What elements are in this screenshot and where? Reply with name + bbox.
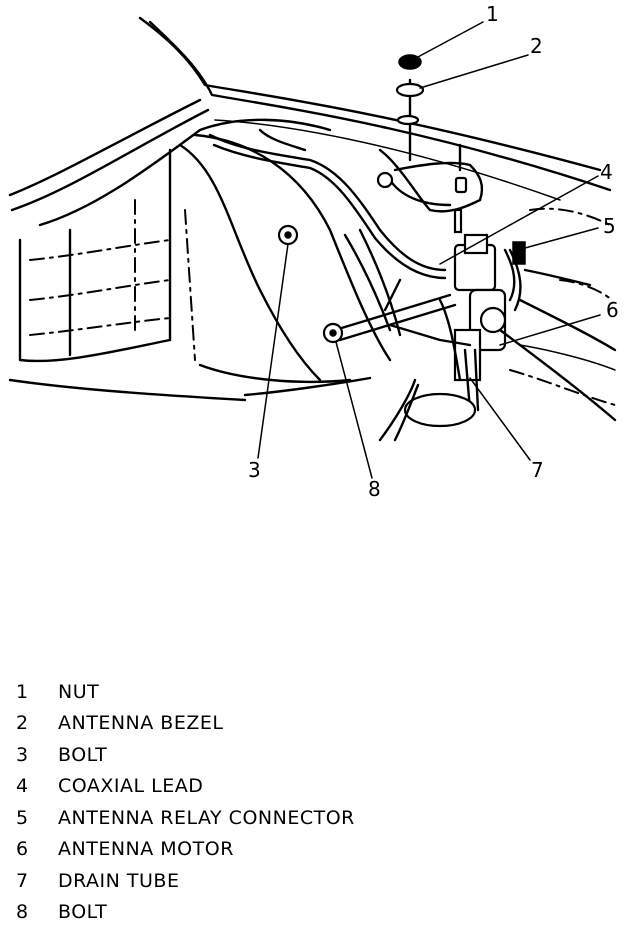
drain-tube	[378, 348, 480, 442]
callout-5: 5	[603, 214, 616, 238]
legend-label: BOLT	[58, 901, 108, 924]
callout-2: 2	[530, 34, 543, 58]
coaxial-lead	[208, 128, 482, 280]
callout-4: 4	[600, 160, 613, 184]
legend-item: 4 COAXIAL LEAD	[16, 771, 616, 803]
legend-number: 4	[16, 775, 29, 798]
legend-number: 1	[16, 680, 29, 703]
legend-number: 3	[16, 743, 29, 766]
legend-number: 8	[16, 901, 29, 924]
antenna-motor	[438, 233, 592, 382]
legend-label: ANTENNA BEZEL	[58, 712, 224, 735]
callout-7: 7	[531, 458, 544, 482]
legend-item: 1 NUT	[16, 676, 616, 708]
legend-item: 5 ANTENNA RELAY CONNECTOR	[16, 802, 616, 834]
legend-number: 2	[16, 712, 29, 735]
legend-label: ANTENNA MOTOR	[58, 838, 234, 861]
legend-number: 5	[16, 806, 29, 829]
legend-item: 2 ANTENNA BEZEL	[16, 708, 616, 740]
trunk-floor	[498, 207, 617, 422]
legend-label: DRAIN TUBE	[58, 869, 180, 892]
parts-legend: 1 NUT 2 ANTENNA BEZEL 3 BOLT 4 COAXIAL L…	[16, 676, 616, 928]
callout-3: 3	[248, 458, 261, 482]
legend-label: COAXIAL LEAD	[58, 775, 204, 798]
callout-6: 6	[606, 298, 619, 322]
bolt-3	[277, 224, 299, 246]
mounting-bracket	[333, 228, 472, 347]
callout-8: 8	[368, 477, 381, 501]
legend-label: ANTENNA RELAY CONNECTOR	[58, 806, 355, 829]
antenna-diagram: 1 2 3 4 5 6 7 8	[8, 2, 619, 501]
legend-number: 7	[16, 869, 29, 892]
bolt-4-grommet	[376, 171, 394, 189]
legend-item: 6 ANTENNA MOTOR	[16, 834, 616, 866]
bolt-8	[322, 322, 344, 344]
leader-lines	[257, 21, 601, 479]
legend-item: 8 BOLT	[16, 897, 616, 929]
legend-number: 6	[16, 838, 29, 861]
legend-item: 7 DRAIN TUBE	[16, 865, 616, 897]
rear-panel	[8, 148, 247, 402]
legend-label: BOLT	[58, 743, 108, 766]
legend-label: NUT	[58, 680, 100, 703]
callout-1: 1	[486, 2, 499, 26]
vehicle-body-outline	[8, 16, 612, 227]
antenna-mast	[388, 54, 484, 234]
legend-item: 3 BOLT	[16, 739, 616, 771]
